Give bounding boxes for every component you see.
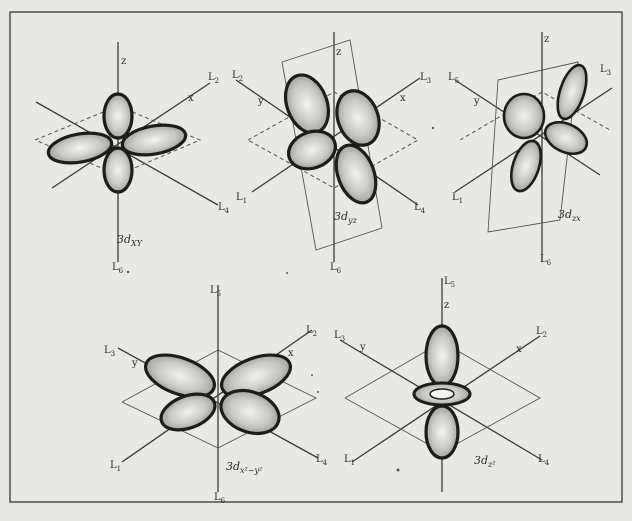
label-l6: L6 bbox=[540, 254, 552, 267]
orbital-label-3dx2-y2: 3dx²−y² bbox=[226, 460, 262, 475]
label-l5-top: L5 bbox=[444, 276, 455, 289]
lobe-upper-right bbox=[552, 62, 592, 123]
lobe-right bbox=[540, 116, 592, 160]
label-l1: L1 bbox=[236, 192, 247, 205]
label-x: x bbox=[516, 344, 522, 355]
label-y: y bbox=[131, 358, 138, 369]
speck bbox=[286, 272, 288, 274]
panel-3dyz: z L2 y x L3 L1 L4 L6 3dyz bbox=[232, 32, 431, 275]
lobe-upper-left bbox=[278, 69, 336, 139]
lobe-lower bbox=[506, 137, 547, 194]
panel-3dz2: L5 z L3 y L2 x L1 L4 3dz² bbox=[334, 276, 550, 492]
label-l1: L1 bbox=[110, 460, 121, 473]
speck bbox=[317, 391, 319, 393]
lobe-bottom bbox=[426, 406, 458, 458]
label-l3: L3 bbox=[104, 345, 115, 358]
lobe-upper-right bbox=[330, 85, 387, 151]
label-l6: L6 bbox=[214, 492, 226, 505]
label-l5: L5 bbox=[210, 285, 221, 298]
label-l4: L4 bbox=[218, 202, 230, 215]
speck bbox=[127, 271, 129, 273]
label-z: z bbox=[544, 34, 549, 45]
lobe-lower-left bbox=[283, 125, 340, 175]
label-l4: L4 bbox=[316, 454, 328, 467]
label-y: y bbox=[473, 96, 480, 107]
label-l6: L6 bbox=[112, 262, 124, 275]
label-l6: L6 bbox=[330, 262, 342, 275]
orbital-label-3dxy: 3dXY bbox=[117, 233, 143, 248]
lobe-upper-left bbox=[504, 94, 544, 138]
diagonal-axis-b bbox=[122, 330, 312, 462]
panel-3dxy: z L2 x L4 L6 3dXY bbox=[35, 42, 230, 275]
lobe-bottom bbox=[104, 148, 132, 192]
speck bbox=[432, 127, 434, 129]
lobe-top bbox=[104, 94, 132, 138]
label-l3: L3 bbox=[600, 64, 611, 77]
orbital-label-3dzx: 3dzx bbox=[558, 208, 581, 223]
label-l3: L3 bbox=[420, 72, 431, 85]
label-l4: L4 bbox=[538, 454, 550, 467]
orbital-label-3dyz: 3dyz bbox=[334, 210, 358, 225]
label-l2: L2 bbox=[306, 325, 317, 338]
label-l4: L4 bbox=[414, 202, 426, 215]
label-l1: L1 bbox=[344, 454, 355, 467]
panel-3dzx: z L5 y L3 L1 L6 3dzx bbox=[448, 32, 612, 267]
label-z: z bbox=[121, 56, 126, 67]
label-x: x bbox=[188, 93, 194, 104]
label-l1: L1 bbox=[452, 192, 463, 205]
label-y: y bbox=[257, 96, 264, 107]
label-z: z bbox=[336, 47, 341, 58]
orbital-label-3dz2: 3dz² bbox=[474, 454, 495, 469]
label-x: x bbox=[288, 348, 294, 359]
label-x: x bbox=[400, 93, 406, 104]
label-l5: L5 bbox=[448, 72, 459, 85]
label-y: y bbox=[359, 342, 366, 353]
speck bbox=[397, 469, 400, 472]
torus-hole bbox=[430, 389, 454, 399]
label-z: z bbox=[444, 300, 449, 311]
lobe-top bbox=[426, 326, 458, 386]
panel-3dx2-y2: L5 L3 y x L2 L1 L4 L6 3dx²−y² bbox=[104, 285, 328, 505]
label-l3: L3 bbox=[334, 330, 345, 343]
speck bbox=[311, 374, 313, 376]
